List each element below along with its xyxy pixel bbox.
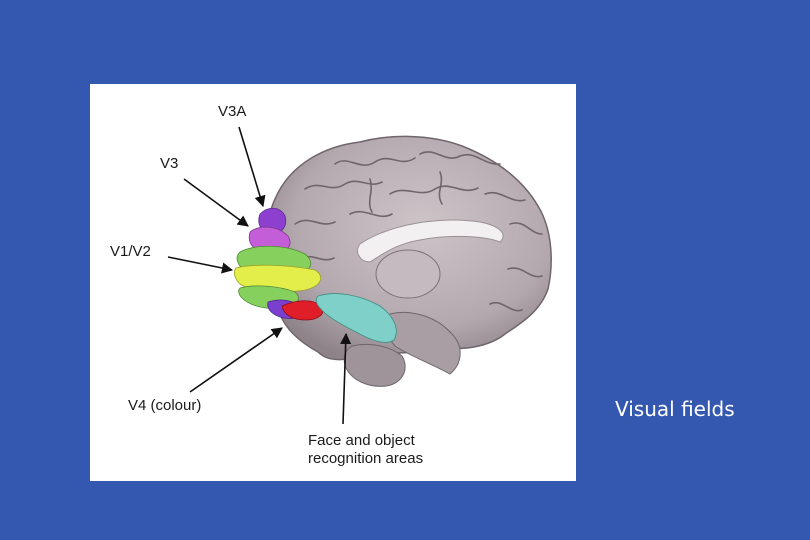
label-v3: V3 [160,155,179,172]
corpus-callosum [357,219,504,263]
region-face-object [315,293,397,343]
arrow-v1v2 [167,256,234,274]
label-v1v2: V1/V2 [110,243,151,260]
brain-illustration [167,126,552,425]
label-face-object-recognition: Face and object recognition areas [308,432,423,468]
arrow-v3 [183,178,249,227]
arrow-face-object [340,332,352,425]
brain-figure-panel: V3A V3 V1/V2 V4 (colour) Face and object… [90,84,576,481]
brain-sulci [294,151,543,312]
label-v4-colour: V4 (colour) [128,397,202,414]
thalamus [375,249,441,299]
region-v1v2-yellow [233,264,322,293]
label-face-line1: Face and object [308,432,415,449]
arrow-v4 [189,327,283,393]
label-v3a: V3A [218,103,247,120]
arrow-v3a [238,126,266,208]
slide-caption: Visual fields [615,397,735,421]
label-face-line2: recognition areas [308,450,424,467]
cerebellum [343,343,406,387]
region-v4-red [281,300,324,321]
